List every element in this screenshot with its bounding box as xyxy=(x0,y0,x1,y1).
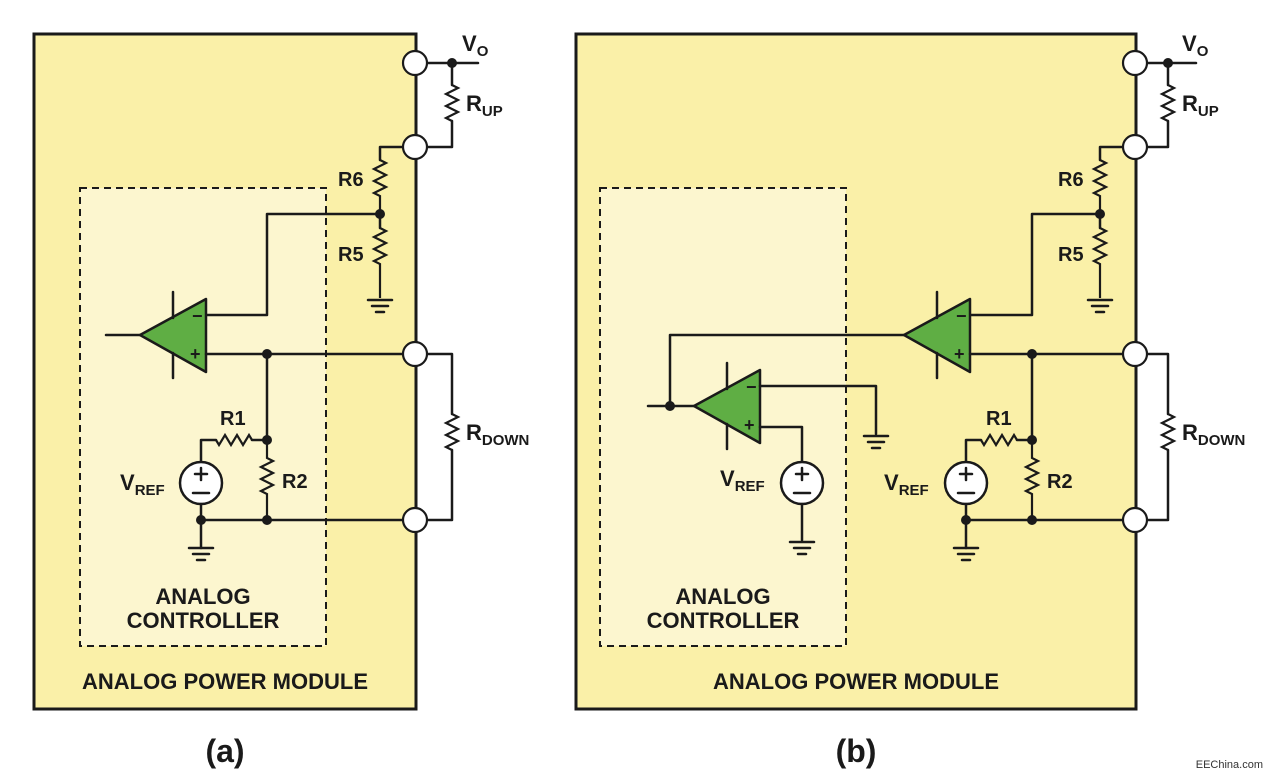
r2-resistor xyxy=(258,440,276,520)
watermark: EEChina.com xyxy=(1195,759,1263,771)
opamp: − + xyxy=(692,361,762,451)
terminal-ground xyxy=(1121,506,1149,534)
r6-label: R6 xyxy=(1058,169,1084,191)
rup-label: RUP xyxy=(466,91,503,120)
svg-text:+: + xyxy=(744,415,755,435)
vref-source xyxy=(779,460,825,506)
controller-label: CONTROLLER xyxy=(127,608,280,633)
svg-text:−: − xyxy=(192,306,203,326)
terminal-trim-down xyxy=(401,340,429,368)
rup-resistor xyxy=(443,84,461,122)
rup-label: RUP xyxy=(1182,91,1219,120)
module-label: ANALOG POWER MODULE xyxy=(82,669,368,694)
r6-resistor xyxy=(1091,159,1109,214)
svg-text:+: + xyxy=(954,344,965,364)
r1-resistor xyxy=(215,432,253,448)
r1-label: R1 xyxy=(986,408,1012,430)
ground-symbol xyxy=(952,546,980,562)
r1-resistor xyxy=(980,432,1018,448)
controller-label: ANALOG xyxy=(155,584,250,609)
vo-label: VO xyxy=(1182,31,1209,60)
controller-label: ANALOG xyxy=(675,584,770,609)
svg-text:−: − xyxy=(956,306,967,326)
panel-b: − + − xyxy=(574,31,1245,769)
vref-label: VREF xyxy=(120,470,165,499)
vref-label: VREF xyxy=(720,466,765,495)
vref-label: VREF xyxy=(884,470,929,499)
r6-label: R6 xyxy=(338,169,364,191)
terminal-trim-up xyxy=(1121,133,1149,161)
opamp: − + xyxy=(902,290,972,380)
r2-resistor xyxy=(1023,440,1041,520)
terminal-trim-up xyxy=(401,133,429,161)
rdown-label: RDOWN xyxy=(1182,420,1245,449)
vo-label: VO xyxy=(462,31,489,60)
rdown-label: RDOWN xyxy=(466,420,529,449)
ground-symbol xyxy=(187,546,215,562)
rup-resistor xyxy=(1159,84,1177,122)
r5-label: R5 xyxy=(1058,244,1084,266)
svg-text:+: + xyxy=(190,344,201,364)
r2-label: R2 xyxy=(282,471,308,493)
rdown-resistor xyxy=(443,413,461,451)
r5-resistor xyxy=(1091,227,1109,298)
panel-a: − + xyxy=(32,31,529,769)
controller-label: CONTROLLER xyxy=(647,608,800,633)
opamp: − + xyxy=(138,290,208,380)
ground-symbol xyxy=(1086,298,1114,314)
rdown-resistor xyxy=(1159,413,1177,451)
ground-symbol xyxy=(788,540,816,556)
r6-resistor xyxy=(371,159,389,214)
controller-box xyxy=(79,187,327,647)
terminal-vo xyxy=(401,49,429,77)
r5-resistor xyxy=(371,227,389,298)
svg-text:−: − xyxy=(746,377,757,397)
r1-label: R1 xyxy=(220,408,246,430)
vref-source xyxy=(178,460,224,506)
panel-caption: (a) xyxy=(205,733,244,769)
ground-symbol xyxy=(862,434,890,450)
vref-source xyxy=(943,460,989,506)
module-label: ANALOG POWER MODULE xyxy=(713,669,999,694)
panel-caption: (b) xyxy=(836,733,877,769)
terminal-trim-down xyxy=(1121,340,1149,368)
r5-label: R5 xyxy=(338,244,364,266)
r2-label: R2 xyxy=(1047,471,1073,493)
terminal-vo xyxy=(1121,49,1149,77)
ground-symbol xyxy=(366,298,394,314)
terminal-ground xyxy=(401,506,429,534)
